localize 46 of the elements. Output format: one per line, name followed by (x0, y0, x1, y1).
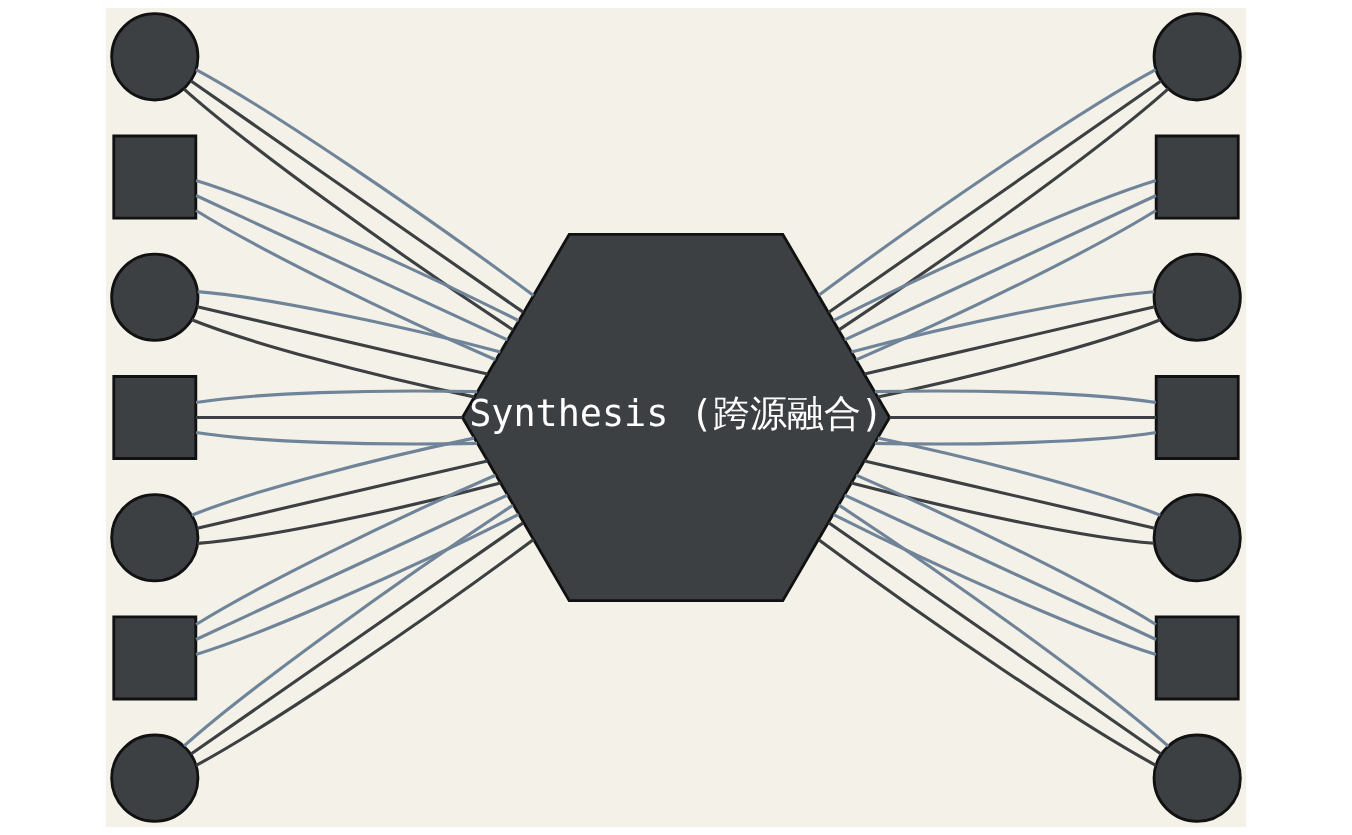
node-box (112, 615, 198, 701)
connector (195, 68, 535, 297)
node-circle (1152, 12, 1242, 102)
connector (877, 436, 1161, 517)
connector (197, 290, 501, 354)
node-circle (110, 493, 200, 583)
connector (864, 459, 1156, 530)
connector (196, 459, 488, 530)
node-box (112, 375, 198, 460)
connector (191, 318, 475, 399)
connector (195, 493, 509, 641)
connector (864, 305, 1156, 376)
connector (855, 473, 1157, 626)
connector (855, 209, 1157, 362)
connector (196, 415, 463, 420)
connector (851, 481, 1155, 545)
connector (195, 538, 535, 767)
connector (195, 513, 520, 656)
node-box (112, 134, 198, 220)
connector (874, 389, 1157, 405)
connector (196, 305, 488, 376)
node-circle (1152, 252, 1242, 342)
connector (832, 513, 1157, 656)
connector (844, 194, 1157, 342)
connector (851, 290, 1155, 354)
node-box (1154, 615, 1240, 701)
connector (844, 493, 1157, 641)
node-box (1154, 134, 1240, 220)
connector (195, 389, 478, 405)
node-circle (110, 733, 200, 823)
connector (195, 179, 520, 322)
connector (874, 430, 1157, 446)
connector (195, 194, 509, 342)
node-circle (110, 252, 200, 342)
connector (195, 209, 497, 362)
node-circle (1152, 733, 1242, 823)
connector (191, 436, 475, 517)
connector (195, 473, 497, 626)
connector (889, 415, 1157, 420)
connector (832, 179, 1157, 322)
node-circle (1152, 493, 1242, 583)
node-box (1154, 375, 1240, 460)
connector (877, 318, 1161, 399)
connector (197, 481, 501, 545)
connector (195, 430, 478, 446)
node-circle (110, 12, 200, 102)
